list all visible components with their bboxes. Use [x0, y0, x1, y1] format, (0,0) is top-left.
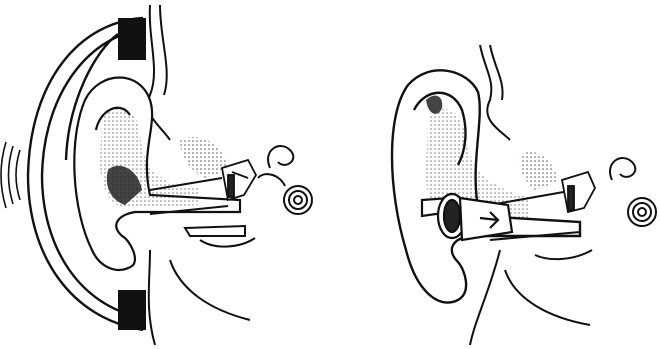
temporal-bone: [180, 137, 228, 178]
temporal-bone: [520, 152, 558, 190]
cochlea-icon: [610, 158, 656, 226]
headphone-ear-diagram: [0, 0, 330, 349]
pinna: [392, 70, 580, 302]
sound-wave-icon: [1, 142, 20, 208]
cushion-bottom: [118, 290, 146, 330]
ossicles: [222, 160, 256, 200]
earplug-ear-diagram: [330, 0, 660, 349]
ossicles: [562, 172, 595, 212]
cochlea-icon: [258, 146, 312, 214]
headphone-ear-svg: [0, 0, 330, 349]
cushion-top: [118, 18, 146, 60]
earplug-ear-svg: [330, 0, 660, 349]
jaw-outline: [170, 238, 255, 320]
jaw-outline: [505, 250, 592, 325]
